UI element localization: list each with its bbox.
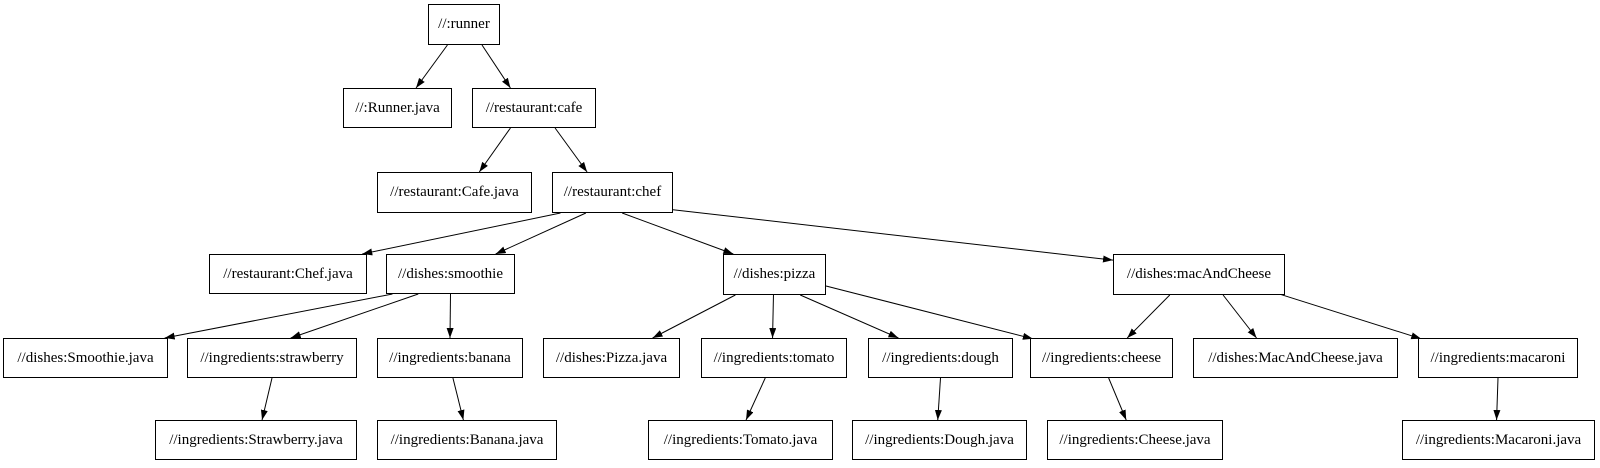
edge-smoothie-to-strawberry bbox=[290, 293, 419, 339]
edge-banana-to-banana-java bbox=[452, 377, 465, 421]
edge-dough-to-dough-java bbox=[934, 377, 942, 421]
edge-cafe-to-chef bbox=[554, 127, 588, 173]
node-label: //dishes:smoothie bbox=[398, 265, 503, 282]
node-runner-java: //:Runner.java bbox=[343, 88, 452, 128]
node-tomato: //ingredients:tomato bbox=[701, 338, 847, 378]
edge-tomato-to-tomato-java bbox=[745, 377, 766, 421]
node-label: //ingredients:Banana.java bbox=[390, 431, 544, 448]
node-cheese: //ingredients:cheese bbox=[1030, 338, 1173, 378]
edge-mac-and-cheese-to-mac-and-cheese-java bbox=[1222, 294, 1257, 339]
node-mac-and-cheese: //dishes:macAndCheese bbox=[1113, 254, 1285, 295]
node-label: //ingredients:macaroni bbox=[1430, 349, 1566, 366]
node-chef: //restaurant:chef bbox=[552, 172, 673, 213]
node-banana: //ingredients:banana bbox=[377, 338, 523, 378]
node-label: //:Runner.java bbox=[355, 99, 440, 116]
node-pizza-java: //dishes:Pizza.java bbox=[543, 338, 680, 378]
edge-macaroni-to-macaroni-java bbox=[1493, 377, 1501, 421]
node-label: //ingredients:dough bbox=[882, 349, 999, 366]
node-label: //dishes:macAndCheese bbox=[1126, 266, 1272, 282]
node-smoothie: //dishes:smoothie bbox=[386, 254, 515, 294]
node-cafe-java: //restaurant:Cafe.java bbox=[377, 172, 532, 213]
node-label: //ingredients:strawberry bbox=[200, 349, 344, 366]
edge-chef-to-smoothie bbox=[495, 212, 587, 255]
edge-smoothie-to-banana bbox=[446, 293, 454, 339]
edge-pizza-to-dough bbox=[800, 294, 899, 339]
edge-pizza-to-cheese bbox=[825, 285, 1033, 340]
node-dough-java: //ingredients:Dough.java bbox=[852, 420, 1027, 460]
node-label: //:runner bbox=[438, 16, 490, 32]
node-label: //dishes:Smoothie.java bbox=[17, 349, 154, 366]
node-label: //dishes:Pizza.java bbox=[555, 349, 668, 366]
edge-cheese-to-cheese-java bbox=[1108, 377, 1127, 421]
edge-chef-to-pizza bbox=[622, 212, 734, 255]
node-label: //ingredients:Cheese.java bbox=[1059, 431, 1211, 448]
node-tomato-java: //ingredients:Tomato.java bbox=[648, 420, 833, 460]
node-cheese-java: //ingredients:Cheese.java bbox=[1047, 420, 1223, 460]
node-smoothie-java: //dishes:Smoothie.java bbox=[3, 338, 168, 378]
node-cafe: //restaurant:cafe bbox=[472, 88, 596, 128]
node-macaroni-java: //ingredients:Macaroni.java bbox=[1402, 420, 1595, 460]
node-label: //restaurant:Chef.java bbox=[223, 265, 353, 282]
node-label: //restaurant:chef bbox=[563, 184, 662, 200]
edge-chef-to-chef-java bbox=[362, 212, 561, 256]
node-label: //dishes:MacAndCheese.java bbox=[1208, 349, 1383, 366]
edge-strawberry-to-strawberry-java bbox=[260, 377, 273, 421]
edge-runner-to-runner-java bbox=[415, 44, 448, 89]
node-label: //restaurant:Cafe.java bbox=[390, 184, 519, 200]
node-label: //ingredients:Tomato.java bbox=[663, 431, 818, 448]
node-label: //ingredients:Strawberry.java bbox=[169, 431, 343, 448]
edge-chef-to-mac-and-cheese bbox=[672, 209, 1114, 263]
edge-mac-and-cheese-to-macaroni bbox=[1279, 293, 1422, 340]
node-label: //ingredients:tomato bbox=[713, 349, 835, 366]
edge-mac-and-cheese-to-cheese bbox=[1126, 294, 1171, 339]
node-runner: //:runner bbox=[428, 4, 500, 45]
node-strawberry-java: //ingredients:Strawberry.java bbox=[155, 420, 357, 460]
node-banana-java: //ingredients:Banana.java bbox=[377, 420, 557, 460]
node-strawberry: //ingredients:strawberry bbox=[187, 338, 357, 378]
node-label: //ingredients:Dough.java bbox=[865, 431, 1014, 448]
node-label: //restaurant:cafe bbox=[485, 99, 583, 116]
edge-pizza-to-tomato bbox=[769, 294, 777, 339]
edge-pizza-to-pizza-java bbox=[652, 294, 736, 339]
node-mac-and-cheese-java: //dishes:MacAndCheese.java bbox=[1193, 338, 1398, 378]
edge-runner-to-cafe bbox=[481, 44, 511, 89]
node-pizza: //dishes:pizza bbox=[723, 254, 826, 295]
node-label: //ingredients:cheese bbox=[1041, 349, 1162, 366]
node-macaroni: //ingredients:macaroni bbox=[1418, 338, 1578, 378]
node-label: //dishes:pizza bbox=[733, 266, 816, 282]
node-label: //ingredients:banana bbox=[389, 349, 511, 366]
edge-cafe-to-cafe-java bbox=[478, 127, 511, 173]
edge-smoothie-to-smoothie-java bbox=[164, 293, 393, 340]
node-dough: //ingredients:dough bbox=[868, 338, 1013, 378]
node-chef-java: //restaurant:Chef.java bbox=[209, 254, 367, 294]
node-label: //ingredients:Macaroni.java bbox=[1415, 431, 1582, 448]
